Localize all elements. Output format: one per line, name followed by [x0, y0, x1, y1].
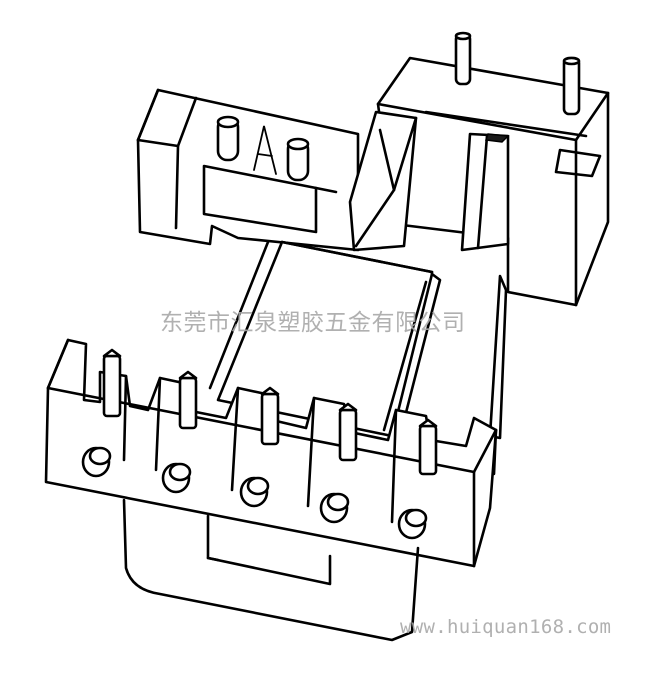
front-pin-3 — [260, 386, 280, 446]
front-stub-1 — [81, 446, 112, 478]
front-stub-5 — [397, 508, 428, 540]
rear-pin-left — [454, 31, 472, 86]
front-stub-4 — [319, 492, 350, 524]
front-pin-5 — [418, 418, 438, 476]
front-stub-3 — [239, 476, 270, 508]
front-pin-4 — [338, 402, 358, 462]
front-stub-2 — [161, 462, 192, 494]
rear-peg-left — [216, 115, 240, 162]
rear-pin-right — [562, 56, 581, 116]
rear-slot — [460, 132, 510, 252]
rear-left-wall — [136, 88, 360, 252]
front-pin-2 — [178, 370, 198, 430]
front-flange — [44, 338, 498, 568]
rear-notch — [554, 148, 602, 178]
core-right-side — [488, 274, 508, 440]
rear-center-wedge — [348, 110, 418, 252]
rear-peg-right — [286, 137, 310, 182]
bottom-base — [122, 498, 420, 642]
front-pin-1 — [102, 348, 122, 418]
rear-letter-a — [253, 125, 277, 175]
